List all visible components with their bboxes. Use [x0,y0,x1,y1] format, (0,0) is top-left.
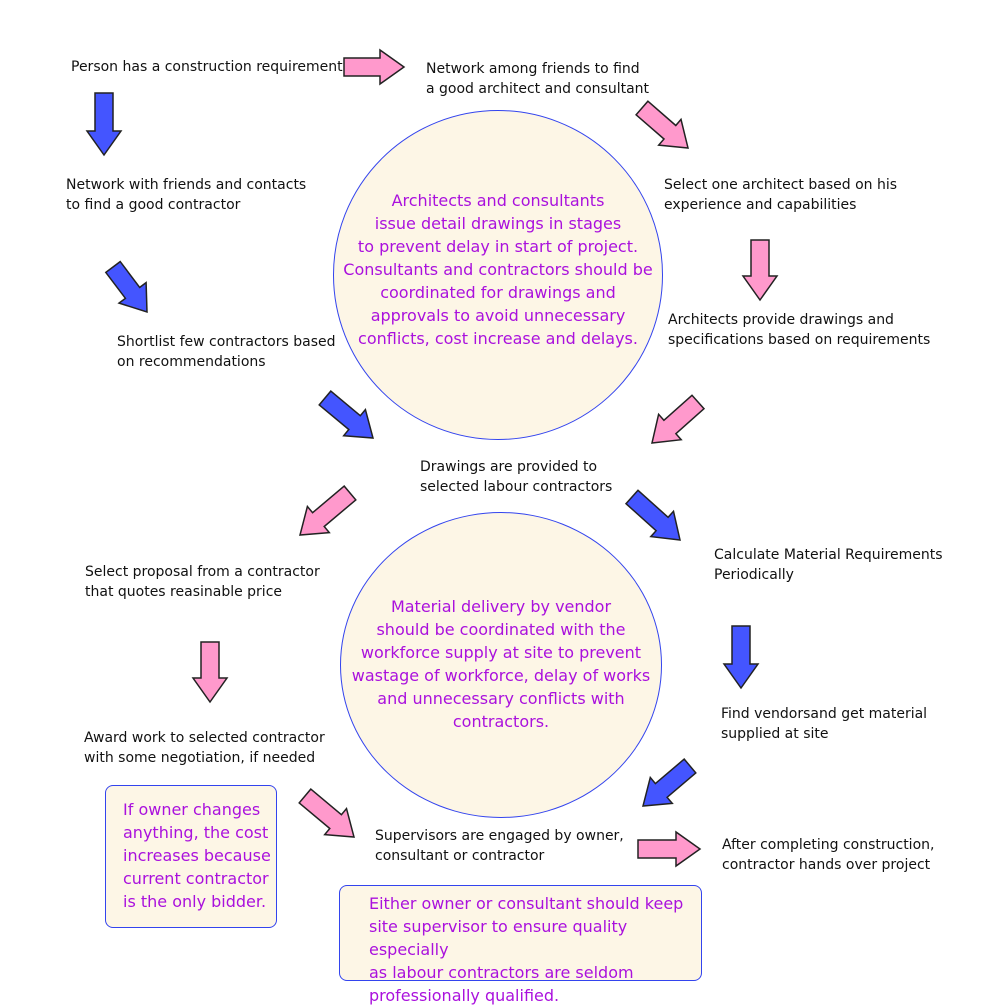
bottom-circle [340,512,662,818]
arrow-supervisors-to-handover [637,830,702,868]
step-drawings-provided: Drawings are provided to selected labour… [420,459,613,495]
arrow-network-contractor-to-shortlist [104,260,148,314]
step-shortlist: Shortlist few contractors based on recom… [117,334,336,370]
arrow-drawings-provided-to-select-proposal [299,485,357,536]
step-requirement: Person has a construction requirement [71,59,343,75]
note-site-supervisor: Either owner or consultant should keep s… [339,885,702,1005]
step-award-work: Award work to selected contractor with s… [84,730,325,766]
step-network-architect: Network among friends to find a good arc… [426,61,650,97]
step-architect-drawings: Architects provide drawings and specific… [668,312,931,348]
step-select-architect: Select one architect based on his experi… [664,177,898,213]
arrow-network-architect-to-select-architect [635,100,689,149]
arrow-architect-drawings-to-drawings-provided [651,394,706,444]
top-circle-text: Architects and consultants issue detail … [343,191,653,348]
step-handover: After completing construction, contracto… [722,837,935,873]
arrow-find-vendors-to-supervisors [642,758,697,807]
step-select-proposal: Select proposal from a contractor that q… [85,564,320,600]
step-find-vendors: Find vendorsand get material supplied at… [721,706,928,742]
arrow-select-architect-to-architect-drawings [741,239,779,302]
top-circle [333,110,663,440]
arrow-award-work-to-supervisors [298,788,355,838]
step-network-contractor: Network with friends and contacts to fin… [66,177,307,213]
step-supervisors: Supervisors are engaged by owner, consul… [375,828,624,864]
arrow-drawings-provided-to-calculate-material [624,489,681,541]
note-owner-changes: If owner changes anything, the cost incr… [105,785,277,928]
bottom-circle-text: Material delivery by vendor should be co… [351,597,651,731]
arrow-calculate-material-to-find-vendors [722,625,760,690]
arrow-requirement-to-network-contractor [85,92,123,157]
step-calculate-material: Calculate Material Requirements Periodic… [714,547,943,583]
arrow-shortlist-to-drawings-provided [318,390,374,439]
arrow-select-proposal-to-award-work [191,641,229,704]
arrow-requirement-to-network-architect [343,48,406,86]
